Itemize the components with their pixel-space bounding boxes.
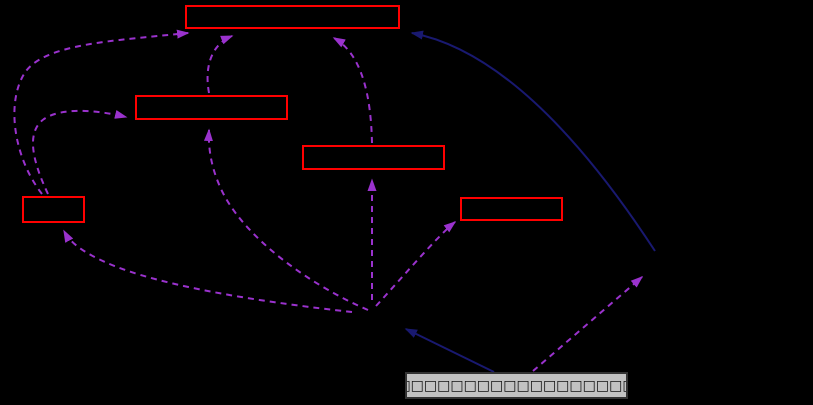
edge-usage-main-to-junction-right — [532, 276, 644, 372]
edge-inherit-main-to-junction-center — [404, 328, 495, 373]
edge-usage-mid-center-to-top — [332, 37, 373, 144]
node-small-left[interactable] — [22, 196, 85, 223]
edge-inherit-junction-right-to-top — [410, 30, 656, 252]
edge-usage-mid-left-to-top — [206, 35, 234, 94]
node-mid-right[interactable] — [460, 197, 563, 221]
edge-usage-small-left-to-mid-left — [32, 109, 128, 195]
node-mid-left[interactable] — [135, 95, 288, 120]
edge-usage-small-left-to-top — [13, 29, 190, 195]
edge-usage-junction-to-small-left — [63, 229, 353, 313]
node-mid-center[interactable] — [302, 145, 445, 170]
node-top[interactable] — [185, 5, 400, 29]
edge-usage-junction-to-mid-left — [203, 128, 369, 311]
edge-usage-junction-to-mid-right — [375, 221, 457, 307]
node-main-class[interactable]: □□□□□□□□□□□□□□□□□□□□ — [405, 372, 628, 399]
